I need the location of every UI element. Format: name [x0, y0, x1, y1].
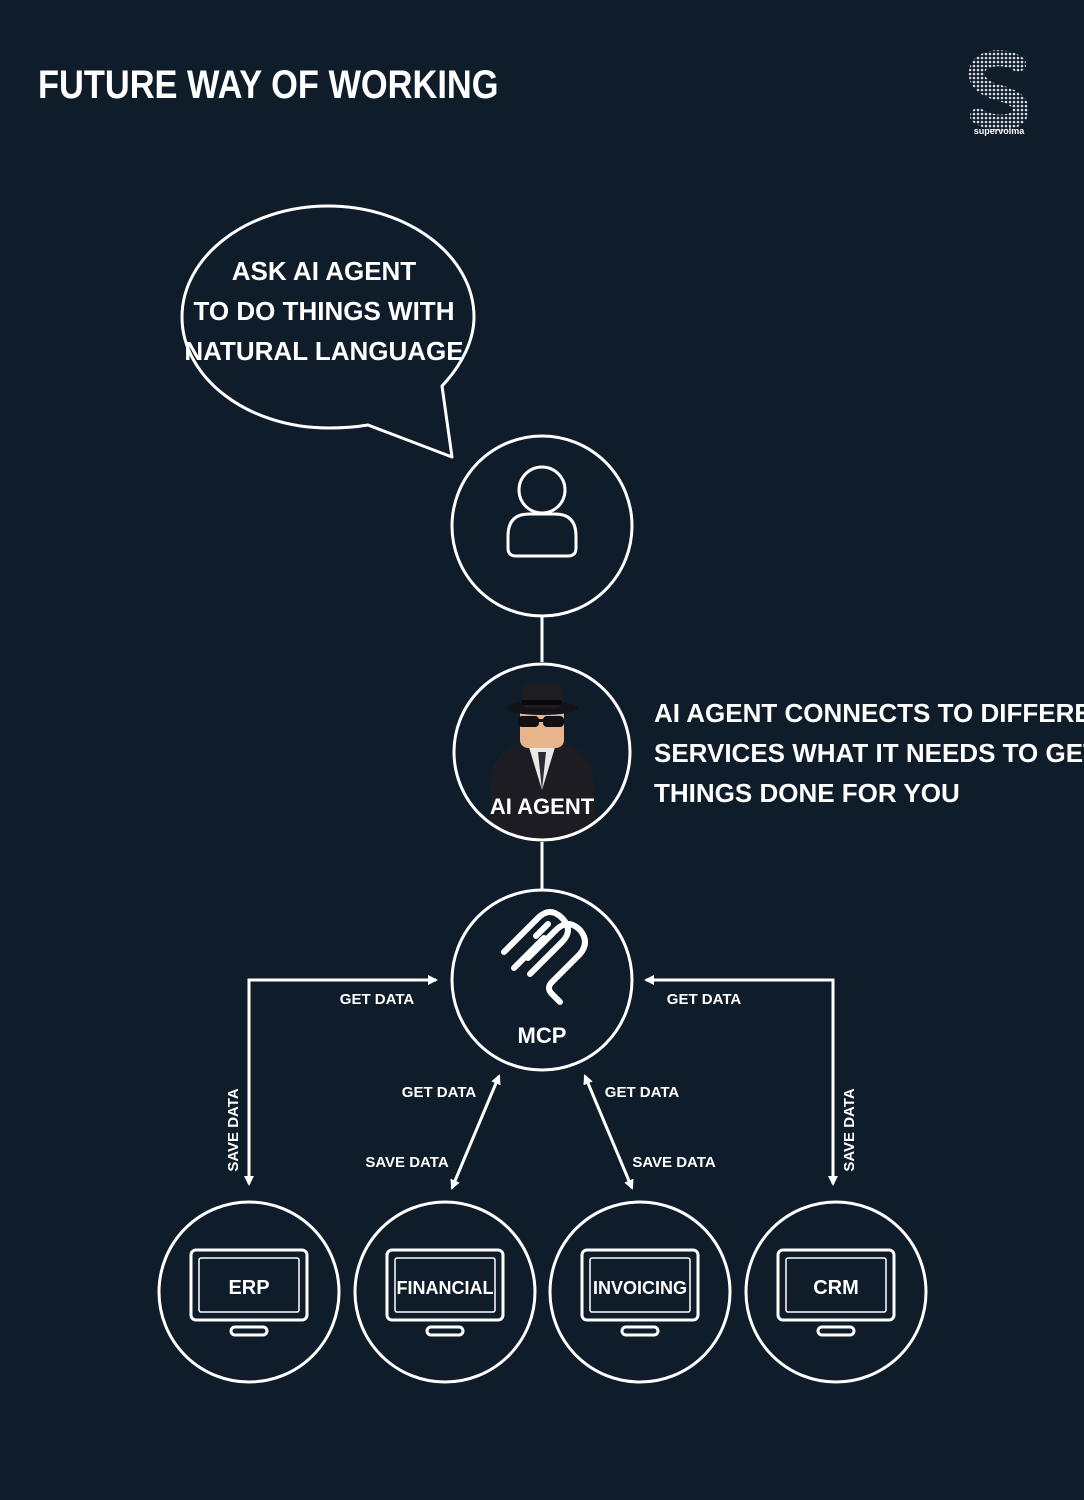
edge-label-get-right-top: GET DATA	[667, 991, 742, 1008]
service-node-financial: FINANCIAL	[353, 1200, 537, 1384]
agent-node: AI AGENT	[452, 662, 632, 842]
edge-label-save-center-left: SAVE DATA	[365, 1154, 449, 1171]
speech-bubble: ASK AI AGENT TO DO THINGS WITH NATURAL L…	[180, 204, 476, 459]
monitor-icon	[580, 1248, 700, 1337]
service-label-invoicing: INVOICING	[593, 1278, 687, 1298]
page-title: FUTURE WAY OF WORKING	[38, 62, 498, 107]
edge-label-save-right-vertical: SAVE DATA	[841, 1088, 858, 1172]
edge-label-get-left-top: GET DATA	[340, 991, 415, 1008]
service-label-financial: FINANCIAL	[397, 1278, 494, 1298]
agent-figure	[454, 664, 630, 840]
service-label-erp: ERP	[228, 1277, 269, 1299]
agent-description: AI AGENT CONNECTS TO DIFFERENT SERVICES …	[654, 698, 1084, 808]
edge-label-get-center-left: GET DATA	[402, 1084, 477, 1101]
bubble-line-1: ASK AI AGENT	[232, 256, 417, 286]
arrow-financial-mcp	[450, 1074, 501, 1190]
monitor-icon	[189, 1248, 309, 1337]
agent-description-line-1: AI AGENT CONNECTS TO DIFFERENT	[654, 698, 1084, 728]
monitor-icon	[385, 1248, 505, 1337]
arrows	[244, 975, 838, 1190]
arrow-erp-mcp	[244, 975, 438, 1186]
service-node-invoicing: INVOICING	[548, 1200, 732, 1384]
mcp-label: MCP	[518, 1023, 567, 1048]
agent-description-line-2: SERVICES WHAT IT NEEDS TO GET	[654, 738, 1084, 768]
service-node-crm: CRM	[744, 1200, 928, 1384]
mcp-node: MCP	[450, 888, 634, 1072]
agent-description-line-3: THINGS DONE FOR YOU	[654, 778, 960, 808]
brand-logo: supervoima	[968, 50, 1029, 136]
brand-name: supervoima	[974, 126, 1026, 136]
edge-label-get-center-right: GET DATA	[605, 1084, 680, 1101]
agent-label: AI AGENT	[490, 794, 595, 819]
service-node-erp: ERP	[157, 1200, 341, 1384]
edge-label-save-center-right: SAVE DATA	[632, 1154, 716, 1171]
edge-label-save-left-vertical: SAVE DATA	[225, 1088, 242, 1172]
bubble-line-2: TO DO THINGS WITH	[194, 296, 455, 326]
arrow-crm-mcp	[644, 975, 838, 1186]
user-node	[450, 434, 634, 618]
mcp-logo-icon	[501, 909, 588, 1005]
service-label-crm: CRM	[813, 1277, 859, 1299]
bubble-line-3: NATURAL LANGUAGE	[184, 336, 463, 366]
monitor-icon	[776, 1248, 896, 1337]
arrow-invoicing-mcp	[583, 1074, 634, 1190]
user-icon	[506, 465, 578, 558]
